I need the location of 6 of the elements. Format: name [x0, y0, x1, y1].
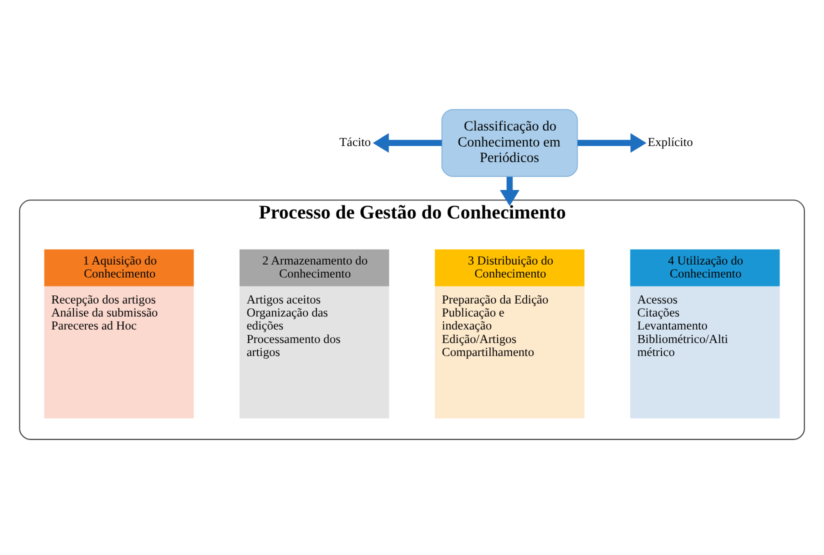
arrow — [372, 132, 442, 152]
node-text: Tácito — [339, 134, 371, 149]
node-box: Classificação do Conhecimento em Periódicos — [441, 108, 578, 176]
arrow — [578, 132, 646, 152]
node-text: Explícito — [648, 134, 693, 149]
arrow — [500, 176, 520, 206]
